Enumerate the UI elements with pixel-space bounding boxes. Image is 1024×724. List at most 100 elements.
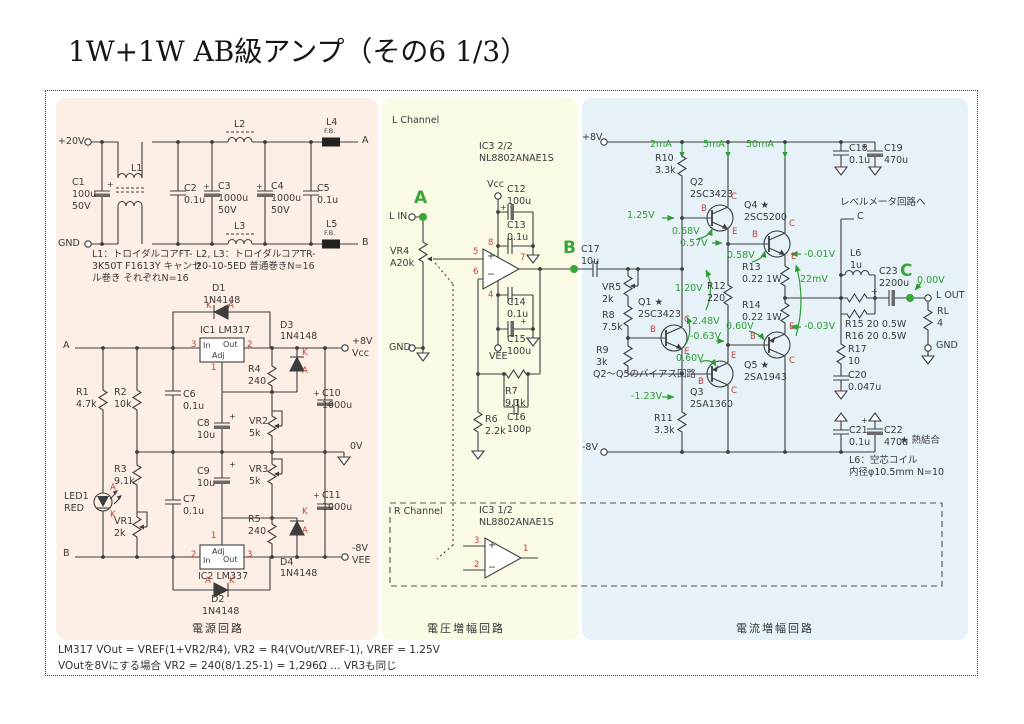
label-r12: R12: [707, 281, 726, 292]
label-a-out: A: [362, 135, 369, 146]
label-p2: 2: [474, 560, 480, 570]
label-c4-plus: +: [256, 182, 263, 191]
label-r9: R9: [596, 345, 609, 356]
label-c23-plus: +: [871, 287, 878, 296]
label-d1-val: 1N4148: [203, 295, 241, 306]
label-l1: L1: [131, 163, 143, 174]
label-zero-v: 0V: [350, 441, 363, 452]
label-c13: C13: [507, 220, 526, 231]
label-r11: R11: [654, 413, 673, 424]
label-c9-val: 10u: [197, 478, 216, 489]
label-i-5ma: 5mA: [703, 139, 725, 150]
label-ic2-out: Out: [223, 555, 238, 564]
label-plus8v: +8V: [582, 132, 603, 143]
label-c15: C15: [507, 334, 526, 345]
label-ic1-p3: 3: [191, 340, 197, 350]
label-vr5: VR5: [602, 282, 622, 293]
label-q2-e: E: [732, 227, 738, 237]
label-plus20v: +20V: [58, 136, 85, 147]
label-note-l1c: ル巻き それぞれN=16: [92, 273, 189, 284]
label-ic2-p1: 1: [211, 531, 217, 541]
label-d2-a: A: [205, 576, 211, 586]
label-r4: R4: [248, 364, 261, 375]
label-op2-plus: +: [488, 540, 496, 551]
label-bias-note: Q2～Q5のバイアス回路: [593, 369, 697, 380]
label-p3: 3: [474, 536, 480, 546]
label-q5-c: C: [789, 356, 795, 366]
label-v-000: 0.00V: [917, 275, 945, 286]
current-amp-graphics: [600, 138, 935, 456]
label-c16: C16: [507, 412, 526, 423]
formula-note-line2: VOutを8Vにする場合 VR2 = 240(8/1.25-1) = 1,296…: [58, 660, 397, 672]
label-led1-val: RED: [64, 503, 84, 514]
label-vr4: VR4: [390, 246, 410, 257]
label-q2-val: 2SC3423: [690, 189, 733, 200]
label-note-l2a: L2, L3：トロイダルコアTR-: [196, 249, 316, 260]
label-c22-val: 470u: [884, 437, 909, 448]
section-label-current-amp: 電流増幅回路: [736, 622, 814, 635]
label-d4-val: 1N4148: [280, 568, 318, 579]
label-c9-plus: +: [229, 460, 236, 469]
label-v-120: 1.20V: [675, 283, 703, 294]
section-label-voltage-amp: 電圧増幅回路: [427, 622, 505, 635]
label-r4-val: 240: [248, 376, 267, 387]
label-r3: R3: [114, 464, 127, 475]
label-c2: C2: [184, 183, 197, 194]
label-r1-val: 4.7k: [76, 399, 97, 410]
label-r7: R7: [505, 386, 518, 397]
label-r9-val: 3k: [596, 357, 608, 368]
junction-dots: [100, 140, 877, 559]
label-c14-val: 0.1u: [507, 309, 529, 320]
label-q1-b: B: [650, 325, 656, 335]
label-r17: R17: [848, 344, 867, 355]
label-d2: D2: [211, 594, 225, 605]
label-p1: 1: [523, 544, 529, 554]
label-q3-e: E: [731, 351, 737, 361]
current-amp-section-background: [582, 98, 968, 640]
label-gnd-left: GND: [58, 238, 80, 249]
label-r10-val: 3.3k: [655, 165, 676, 176]
label-c7-val: 0.1u: [183, 506, 205, 517]
label-c17: C17: [581, 244, 600, 255]
label-ic1-p1: 1: [211, 363, 217, 373]
label-c1: C1: [72, 177, 85, 188]
label-r6: R6: [485, 414, 498, 425]
label-v-060-q3: 0.60V: [676, 353, 704, 364]
label-r5: R5: [248, 514, 261, 525]
label-c4-val: 1000u: [271, 193, 302, 204]
label-c20: C20: [848, 370, 867, 381]
label-note-l1b: 3K50T F1613Y キャンセ: [92, 261, 202, 272]
label-v-m001: -0.01V: [804, 249, 836, 260]
label-c18-val: 0.1u: [849, 155, 871, 166]
label-r13: R13: [742, 262, 761, 273]
label-r10: R10: [655, 153, 674, 164]
label-c8-plus: +: [229, 412, 236, 421]
label-r11-val: 3.3k: [654, 425, 675, 436]
label-v-22mv: 22mV: [800, 274, 828, 285]
label-vr2: VR2: [249, 416, 269, 427]
label-vr4-val: A20k: [390, 258, 415, 269]
label-q1-val: 2SC3423: [638, 309, 681, 320]
label-c11: C11: [322, 490, 341, 501]
label-vee-mid: VEE: [489, 351, 508, 362]
formula-note-line1: LM317 VOut = VREF(1+VR2/R4), VR2 = R4(VO…: [58, 644, 440, 656]
label-thermal-note: ★ 熱結合: [900, 435, 941, 446]
label-d2-k: K: [229, 576, 235, 586]
label-r8-val: 7.5k: [602, 322, 623, 333]
label-vr5-val: 2k: [602, 294, 614, 305]
label-c23: C23: [879, 266, 898, 277]
label-c23-val: 2200u: [879, 278, 910, 289]
label-plus8v-out: +8V: [352, 336, 373, 347]
label-v-248: 2.48V: [692, 316, 720, 327]
label-c-tap: C: [857, 211, 864, 222]
label-ic2-p3: 3: [247, 550, 253, 560]
label-ic1-out: Out: [223, 340, 238, 349]
label-l6-note2: 内径φ10.5mm N=10: [849, 467, 945, 478]
label-ic2-p2: 2: [191, 550, 197, 560]
label-c20-val: 0.047u: [848, 382, 882, 393]
label-marker-a: A: [414, 188, 428, 208]
label-q4-b: B: [752, 230, 758, 240]
label-a-in: A: [63, 340, 70, 351]
label-minus8v-out: -8V: [352, 543, 368, 554]
label-c10-val: 1000u: [322, 400, 353, 411]
